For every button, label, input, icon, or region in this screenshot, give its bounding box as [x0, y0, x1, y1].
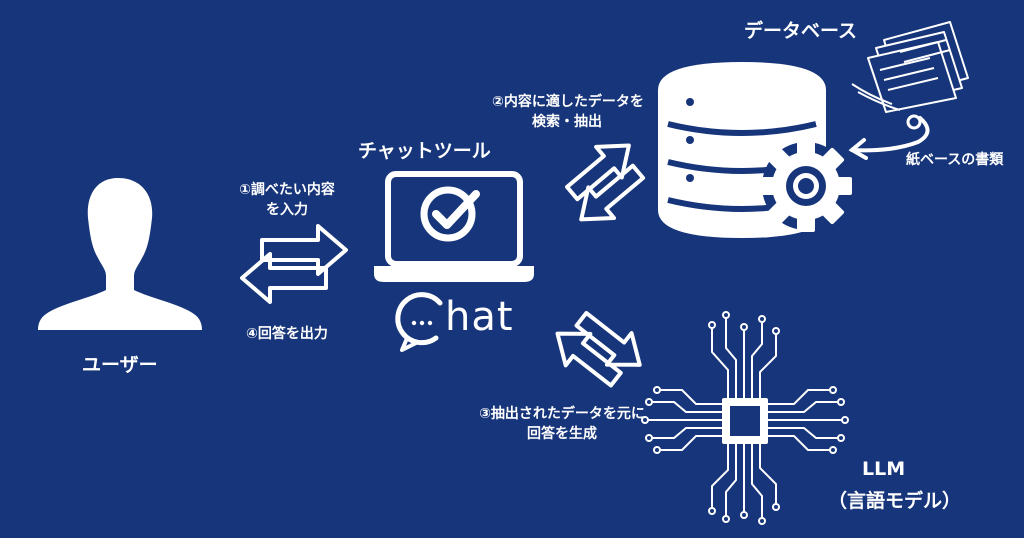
database-label: データベース	[744, 20, 858, 42]
step1-label: ①調べたい内容 を入力	[232, 180, 342, 220]
step2-line1: ②内容に適したデータを	[492, 94, 644, 110]
llm-chip-icon	[641, 311, 849, 525]
step3-line1: ③抽出されたデータを元に	[479, 406, 645, 422]
chat-database-arrows-icon	[565, 143, 646, 222]
llm-title: LLM	[862, 458, 906, 480]
user-label: ユーザー	[82, 354, 158, 376]
chat-llm-arrows-icon	[555, 310, 642, 388]
chat-logo-text: hat	[445, 294, 514, 340]
laptop-check-icon	[374, 171, 534, 282]
gear-icon	[760, 140, 852, 232]
step3-label: ③抽出されたデータを元に 回答を生成	[478, 404, 646, 444]
paper-to-database-arrow-icon	[848, 114, 930, 160]
paper-documents-icon	[851, 21, 969, 113]
user-chat-arrows-icon	[240, 224, 348, 304]
step2-label: ②内容に適したデータを 検索・抽出	[492, 92, 644, 132]
step3-line2: 回答を生成	[527, 426, 597, 442]
chat-logo-icon	[395, 292, 443, 352]
paper-documents-label: 紙ベースの書類	[906, 152, 1004, 168]
step1-line2: を入力	[266, 202, 308, 218]
llm-subtitle: （言語モデル）	[828, 490, 962, 512]
step4-label: ④回答を出力	[246, 326, 328, 342]
step1-line1: ①調べたい内容	[239, 182, 335, 198]
chat-tool-label: チャットツール	[358, 140, 491, 162]
user-icon	[38, 178, 202, 330]
step2-line2: 検索・抽出	[532, 114, 602, 130]
